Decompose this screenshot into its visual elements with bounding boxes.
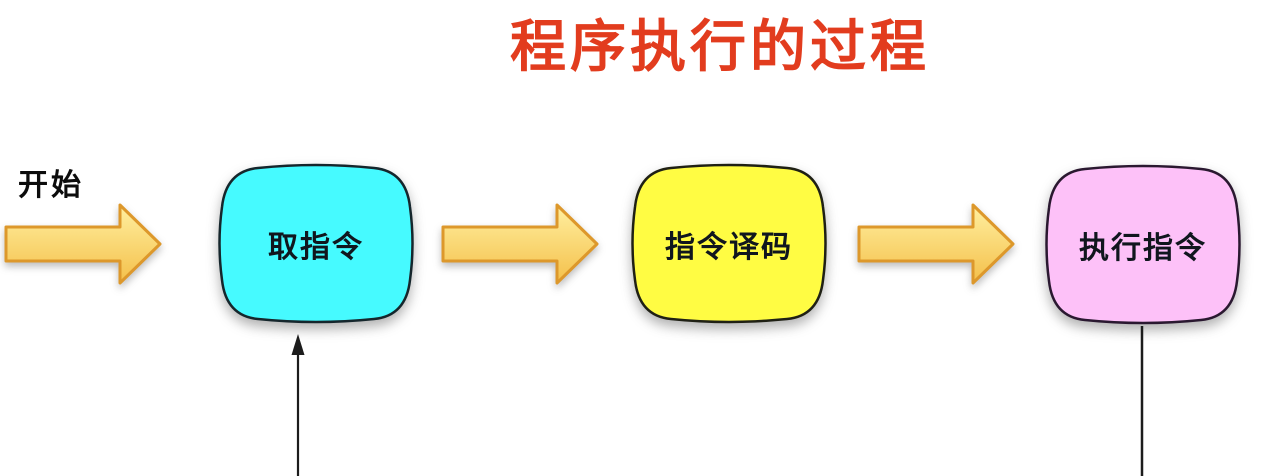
start-label: 开始	[18, 169, 84, 202]
up-connector-arrowhead	[291, 334, 305, 355]
flow-arrow-icon	[441, 203, 599, 285]
flow-arrow-icon	[857, 203, 1015, 285]
node-shape	[631, 163, 827, 324]
node-decode-instruction: 指令译码	[629, 162, 829, 325]
node-execute-instruction: 执行指令	[1043, 163, 1243, 326]
node-execute-label: 执行指令	[1079, 231, 1207, 265]
node-shape	[218, 163, 414, 324]
down-connector-line	[1140, 326, 1144, 476]
node-fetch-label: 取指令	[268, 230, 364, 264]
block-arrow-shape	[857, 203, 1015, 285]
up-arrow-connector-icon	[291, 334, 305, 476]
block-arrow-shape	[4, 203, 162, 285]
page-title: 程序执行的过程	[510, 15, 930, 78]
node-fetch-shape	[218, 163, 414, 324]
block-arrow-shape	[441, 203, 599, 285]
node-shape	[1045, 164, 1241, 325]
flow-arrow-icon	[4, 203, 162, 285]
node-decode-label: 指令译码	[665, 230, 793, 264]
node-execute-shape	[1045, 164, 1241, 325]
node-fetch-instruction: 取指令	[216, 162, 416, 325]
node-decode-shape	[631, 163, 827, 324]
